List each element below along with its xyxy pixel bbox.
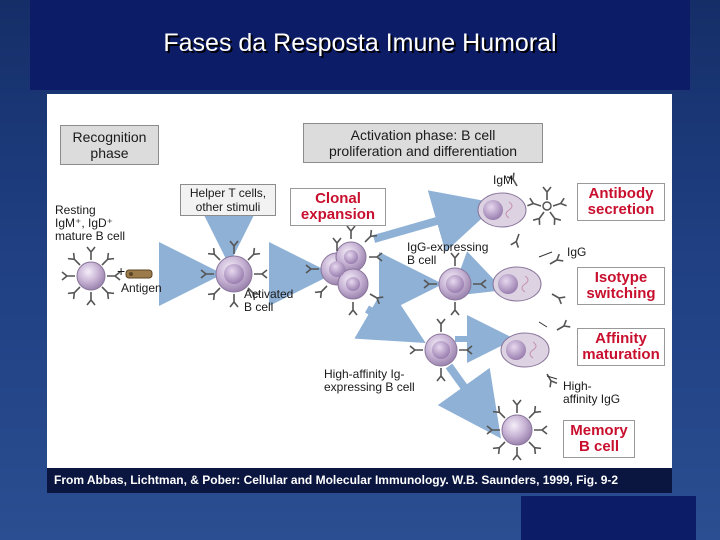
resting-cell-label: Resting IgM⁺, IgD⁺ mature B cell bbox=[55, 203, 126, 243]
clonal-expansion-box: Clonal expansion bbox=[290, 188, 386, 226]
activated-b-cell bbox=[200, 240, 268, 308]
resting-b-cell bbox=[61, 246, 121, 306]
title-bar: Fases da Resposta Imune Humoral bbox=[30, 0, 690, 90]
high-affinity-expressing-label: High-affinity Ig- expressing B cell bbox=[324, 367, 415, 394]
high-affinity-igg-label: High- affinity IgG bbox=[563, 379, 621, 406]
antigen-shape bbox=[125, 269, 153, 279]
figure-caption: From Abbas, Lichtman, & Pober: Cellular … bbox=[54, 473, 619, 487]
clonal-cluster bbox=[305, 225, 385, 316]
recognition-phase-box: Recognition phase bbox=[60, 125, 159, 165]
corner-decoration bbox=[521, 496, 696, 540]
activation-phase-box: Activation phase: B cell proliferation a… bbox=[303, 123, 543, 163]
isotype-switching-box: Isotype switching bbox=[577, 267, 665, 305]
antigen-label: Antigen bbox=[121, 281, 162, 295]
igg-b-cell bbox=[423, 252, 487, 316]
igm-label: IgM bbox=[493, 173, 514, 187]
memory-b-cell-shape bbox=[486, 399, 548, 461]
activated-cell-label: Activated B cell bbox=[244, 287, 294, 314]
pointer-lines bbox=[538, 251, 558, 380]
igm-plasma-cell bbox=[477, 192, 527, 228]
high-affinity-b-cell bbox=[409, 318, 473, 382]
caption-bar: From Abbas, Lichtman, & Pober: Cellular … bbox=[47, 468, 672, 493]
affinity-maturation-box: Affinity maturation bbox=[577, 328, 665, 366]
plus-sign: + bbox=[117, 263, 126, 279]
memory-b-cell-box: Memory B cell bbox=[563, 420, 635, 458]
antibody-secretion-box: Antibody secretion bbox=[577, 183, 665, 221]
diagram-figure: Recognition phase Activation phase: B ce… bbox=[47, 94, 672, 468]
helper-t-box: Helper T cells, other stimuli bbox=[180, 184, 276, 216]
igg-plasma-cell bbox=[492, 253, 567, 305]
slide-title: Fases da Resposta Imune Humoral bbox=[163, 29, 557, 57]
igg-expressing-label: IgG-expressing B cell bbox=[407, 240, 489, 267]
affinity-plasma-cell bbox=[500, 319, 572, 389]
diagram-canvas bbox=[61, 171, 572, 461]
igm-pentamer bbox=[506, 171, 568, 249]
igg-label: IgG bbox=[567, 245, 587, 259]
